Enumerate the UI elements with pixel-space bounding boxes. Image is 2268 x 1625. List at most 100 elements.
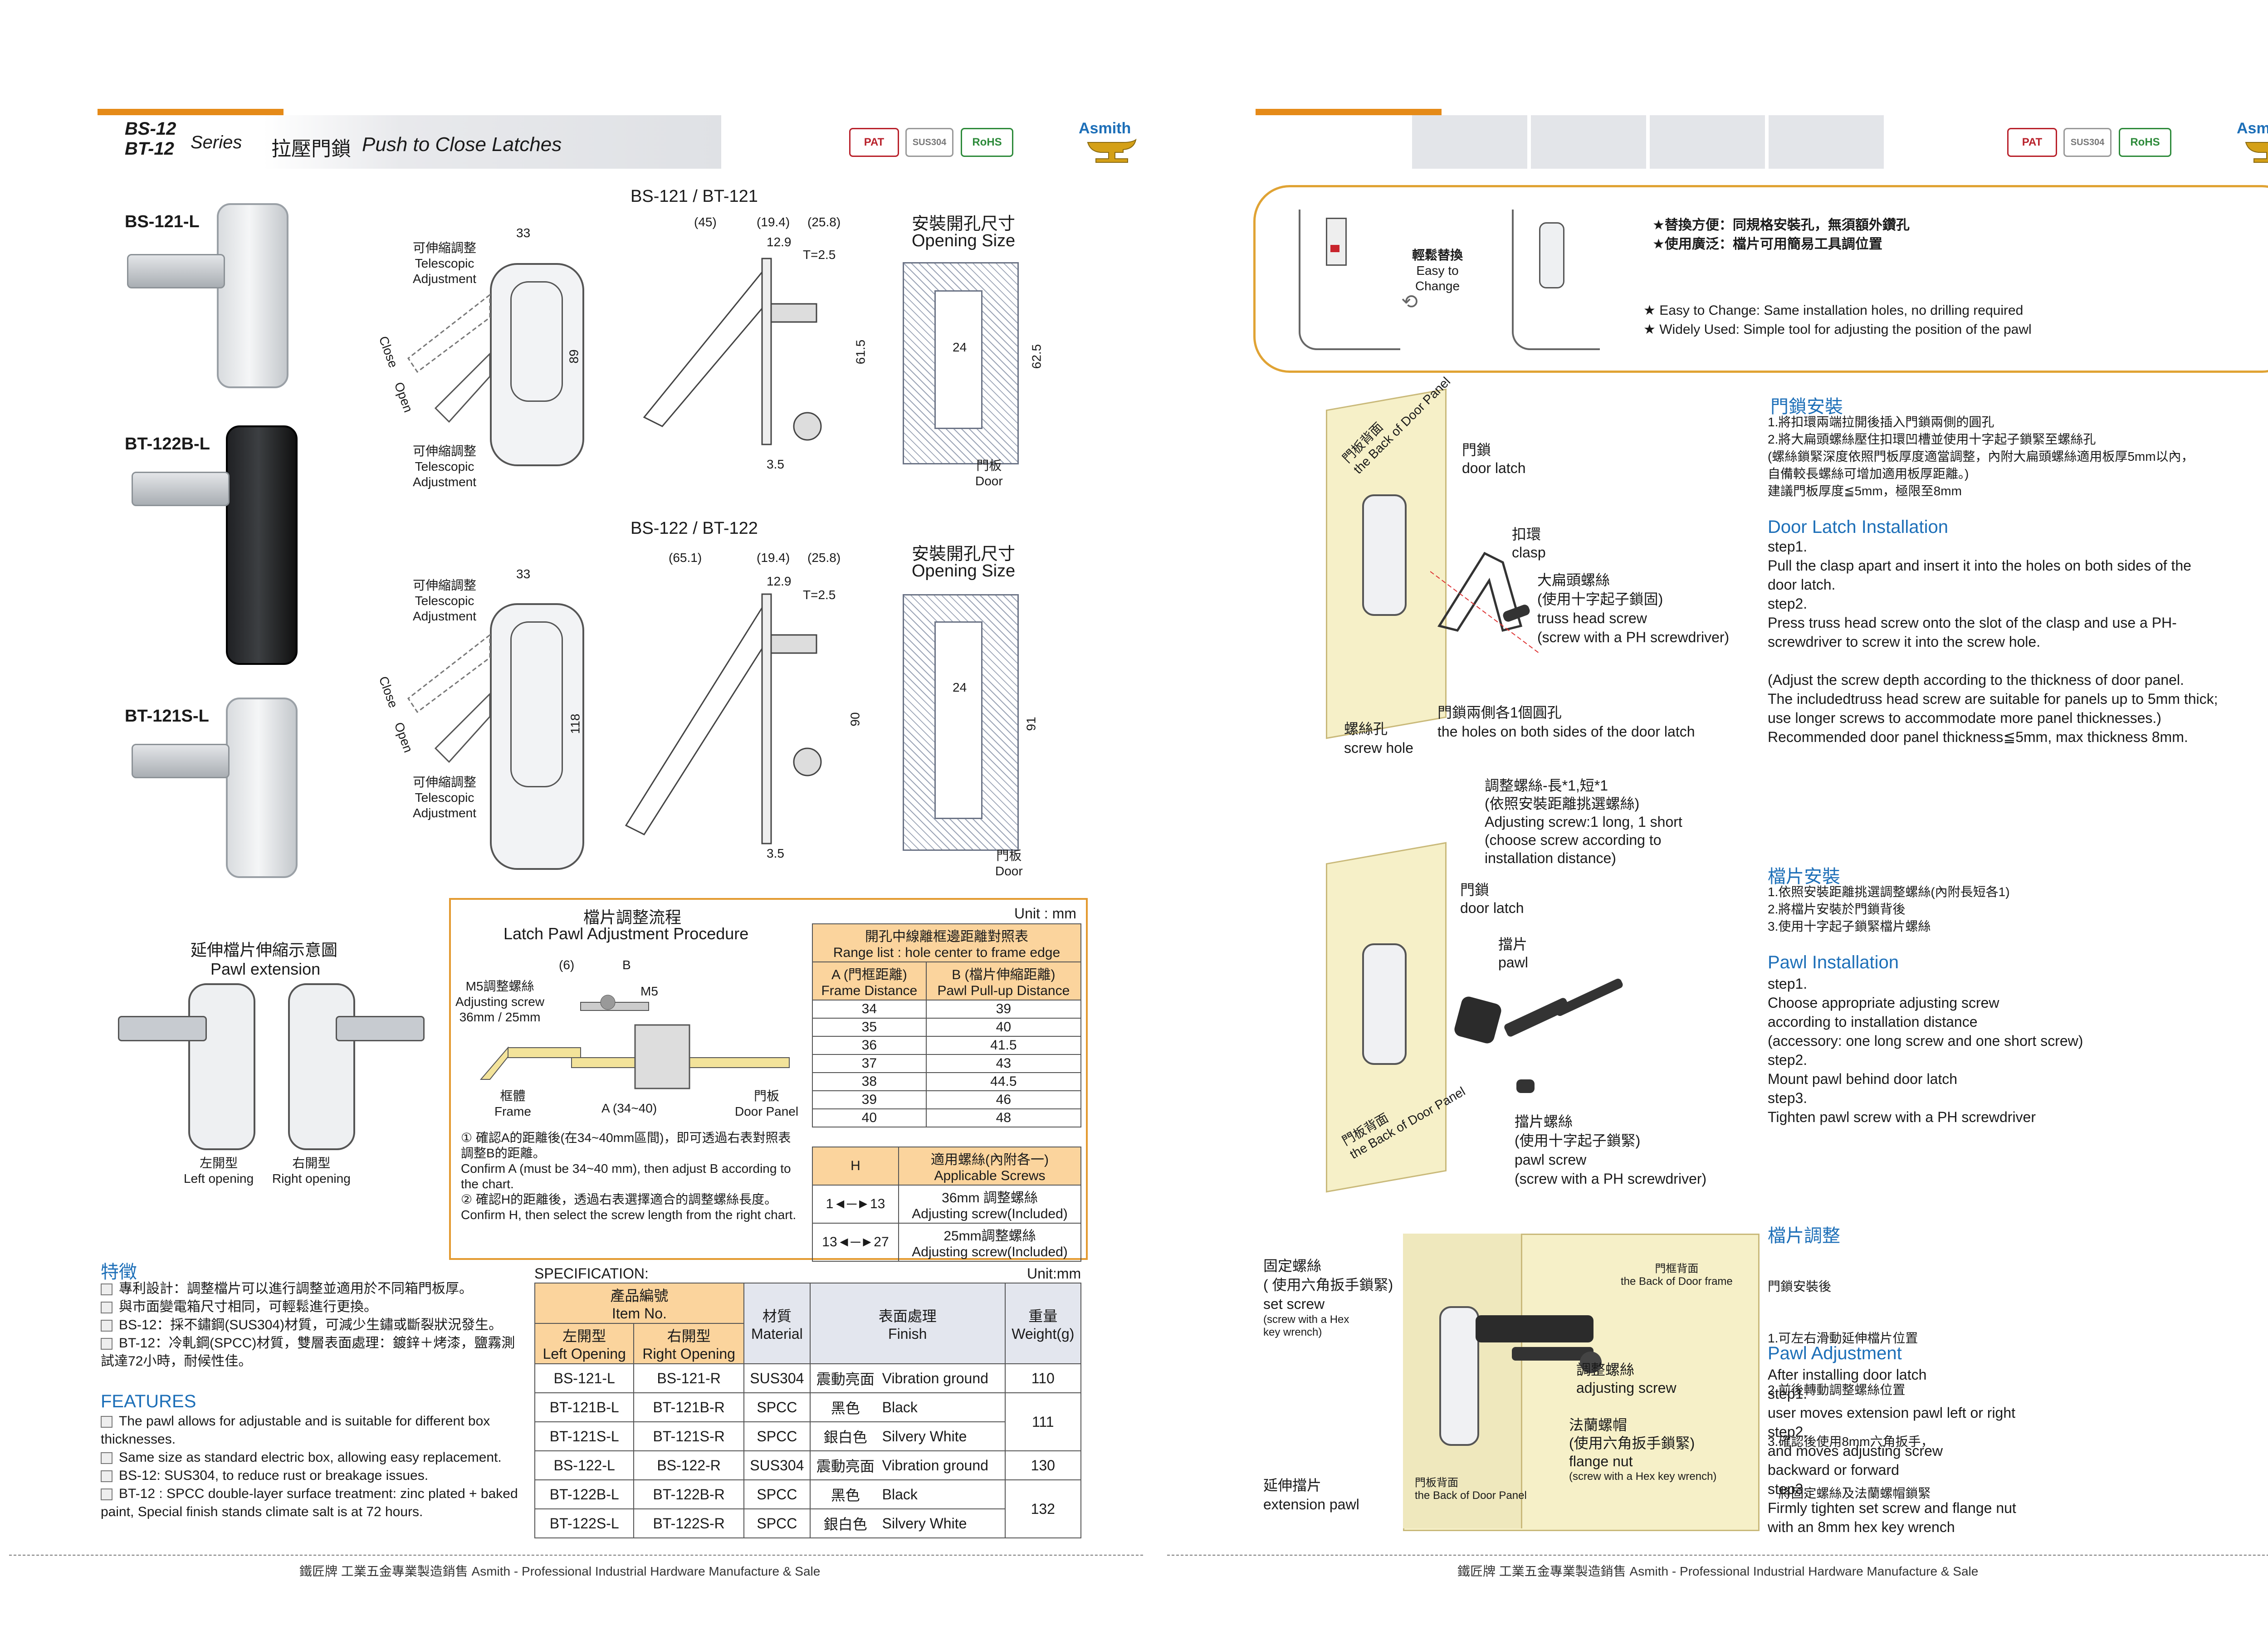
list-item: BT-12 : SPCC double-layer surface treatm… [101,1485,527,1521]
change-en-lines: ★ Easy to Change: Same installation hole… [1643,301,2032,339]
fig2-adj-label: 調整螺絲-長*1,短*1 (依照安裝距離挑選螺絲) Adjusting scre… [1485,776,1682,867]
drawing1-opening-en: Opening Size [912,231,1016,250]
screw-h: 13◄─►27 [812,1223,899,1262]
left-en: Left Opening [543,1346,626,1362]
fig2-latch-label: 門鎖 door latch [1460,881,1524,917]
drawing1-tele-top: 可伸縮調整 Telescopic Adjustment [408,240,481,287]
fig3-frame-back: 門框背面 the Back of Door frame [1621,1263,1733,1288]
checkbox-icon [101,1416,112,1428]
range-b: 40 [925,1018,1082,1037]
latch-en: door latch [1462,460,1526,476]
item-en: Item No. [611,1305,667,1322]
col-a-en: Frame Distance [821,983,918,998]
door-en: Door [995,864,1023,878]
latch-install-cn-lines: 1.將扣環兩端拉開後插入門鎖兩側的圓孔 2.將大扁頭螺絲壓住扣環凹槽並使用十字起… [1768,414,2194,500]
footer-divider [1167,1555,2268,1556]
latch-cn: 門鎖 [1460,882,1490,898]
drawing2-opening-cn: 安裝開孔尺寸 [912,545,1016,564]
drawing1-front-handle [510,281,563,402]
checkbox-icon [101,1488,112,1501]
feature-text: 專利設計：調整檔片可以進行調整並適用於不同箱門板厚。 [119,1281,473,1296]
pawl-en-line: Tighten pawl screw with a PH screwdriver [1768,1109,2036,1125]
adjust-en-line: step3. [1768,1481,1808,1497]
screw-col-h: H [812,1147,899,1186]
fig1-latch [1362,494,1407,616]
title-cn: 拉壓門鎖 [271,138,351,160]
fin-en: Finish [888,1325,927,1342]
flange-en: flange nut [1569,1453,1633,1469]
pawl-en-line: step3. [1768,1090,1808,1106]
drawing1-dim-129: 12.9 [767,235,792,249]
feature-text: BS-12：採不鏽鋼(SUS304)材質，可減少生鏽或斷裂狀況發生。 [119,1318,503,1332]
feature-text: Same size as standard electric box, allo… [119,1450,502,1465]
m5-en: Adjusting screw [455,995,545,1009]
feature-text: BS-12: SUS304, to reduce rust or breakag… [119,1468,429,1483]
screw-table: H 適用螺絲(內附各一)Applicable Screws 1◄─►13 36m… [812,1147,1081,1262]
right-cn: 右開型 [292,1156,331,1170]
fig1-clasp-drawing [1430,551,1540,654]
header-accent-bar [98,109,284,115]
range-a: 40 [812,1108,927,1127]
latch-en-line: step1. [1768,538,1808,555]
range-a: 38 [812,1072,927,1091]
tele-cn: 可伸縮調整 [412,241,476,255]
procedure-b: B [622,958,631,972]
spec-material: SPCC [743,1392,811,1422]
spec-right: BT-122S-R [633,1508,744,1538]
screw-cn: 36mm 調整螺絲 [942,1191,1038,1205]
drawing1-dim-194: (19.4) [757,215,790,229]
drawing1-pawl-ghost [407,293,491,423]
fig3-flange-nut-icon [1580,1352,1602,1373]
drawing2-side-view [625,593,822,844]
range-en: Range list : hole center to frame edge [833,945,1061,960]
drawing2-opening-en: Opening Size [912,561,1016,581]
header-block [1769,115,1884,169]
fig3-ext-label: 延伸擋片 extension pawl [1263,1476,1359,1514]
drawing1-tele-bottom: 可伸縮調整 Telescopic Adjustment [408,444,481,490]
tele-cn: 可伸縮調整 [412,578,476,592]
set-en3: key wrench) [1263,1326,1322,1338]
adjust-en-line: step2. [1768,1424,1808,1440]
list-item: BT-12：冷軋鋼(SPCC)材質，雙層表面處理：鍍鋅＋烤漆，鹽霧測試達72小時… [101,1334,527,1371]
drawing1-opening-hole [934,290,982,429]
checkbox-icon [101,1470,112,1483]
header-block [1650,115,1765,169]
pawl-ext-right: 右開型 Right opening [272,1156,351,1186]
right-en: Right opening [272,1171,351,1186]
feature-text: BT-12：冷軋鋼(SPCC)材質，雙層表面處理：鍍鋅＋烤漆，鹽霧測試達72小時… [101,1336,515,1369]
wt-cn: 重量 [1028,1308,1058,1324]
header-block [1531,115,1646,169]
range-b: 48 [925,1108,1082,1127]
fig3-latch [1439,1306,1479,1446]
header-block [1412,115,1527,169]
old-latch-frame [1299,210,1400,350]
list-item: BS-12：採不鏽鋼(SUS304)材質，可減少生鏽或斷裂狀況發生。 [101,1316,527,1334]
note2-en: Confirm H, then select the screw length … [461,1208,797,1222]
wt-en: Weight(g) [1012,1325,1075,1342]
frame-back-en: the Back of Door frame [1621,1275,1733,1288]
adjust-cn-line: 1.可左右滑動延伸檔片位置 [1768,1331,1918,1345]
spec-weight: 110 [1004,1363,1082,1393]
drawing1-title: BS-121 / BT-121 [631,187,758,206]
drawing2-tele-top: 可伸縮調整 Telescopic Adjustment [408,578,481,624]
adjust-en-line: user moves extension pawl left or right [1768,1405,2016,1421]
sus304-badge: SUS304 [905,128,953,157]
fig2-pawl-label: 擋片 pawl [1498,935,1528,971]
pscrew-cn2: (使用十字起子鎖緊) [1515,1132,1641,1149]
pscrew-en: pawl screw [1515,1152,1587,1168]
flange-cn: 法蘭螺帽 [1569,1417,1628,1433]
range-a: 36 [812,1036,927,1055]
rohs-badge: RoHS [2119,128,2171,157]
adjust-en-line: step1. [1768,1386,1808,1402]
ext-cn: 延伸擋片 [1263,1477,1322,1493]
features-en-title: FEATURES [101,1391,196,1411]
latch-cn-line: (螺絲鎖緊深度依照門板厚度適當調整，內附大扁頭螺絲適用板厚5mm以內， [1768,449,2194,464]
spec-title: SPECIFICATION: [534,1265,649,1282]
screw-en: Adjusting screw(Included) [912,1206,1068,1221]
